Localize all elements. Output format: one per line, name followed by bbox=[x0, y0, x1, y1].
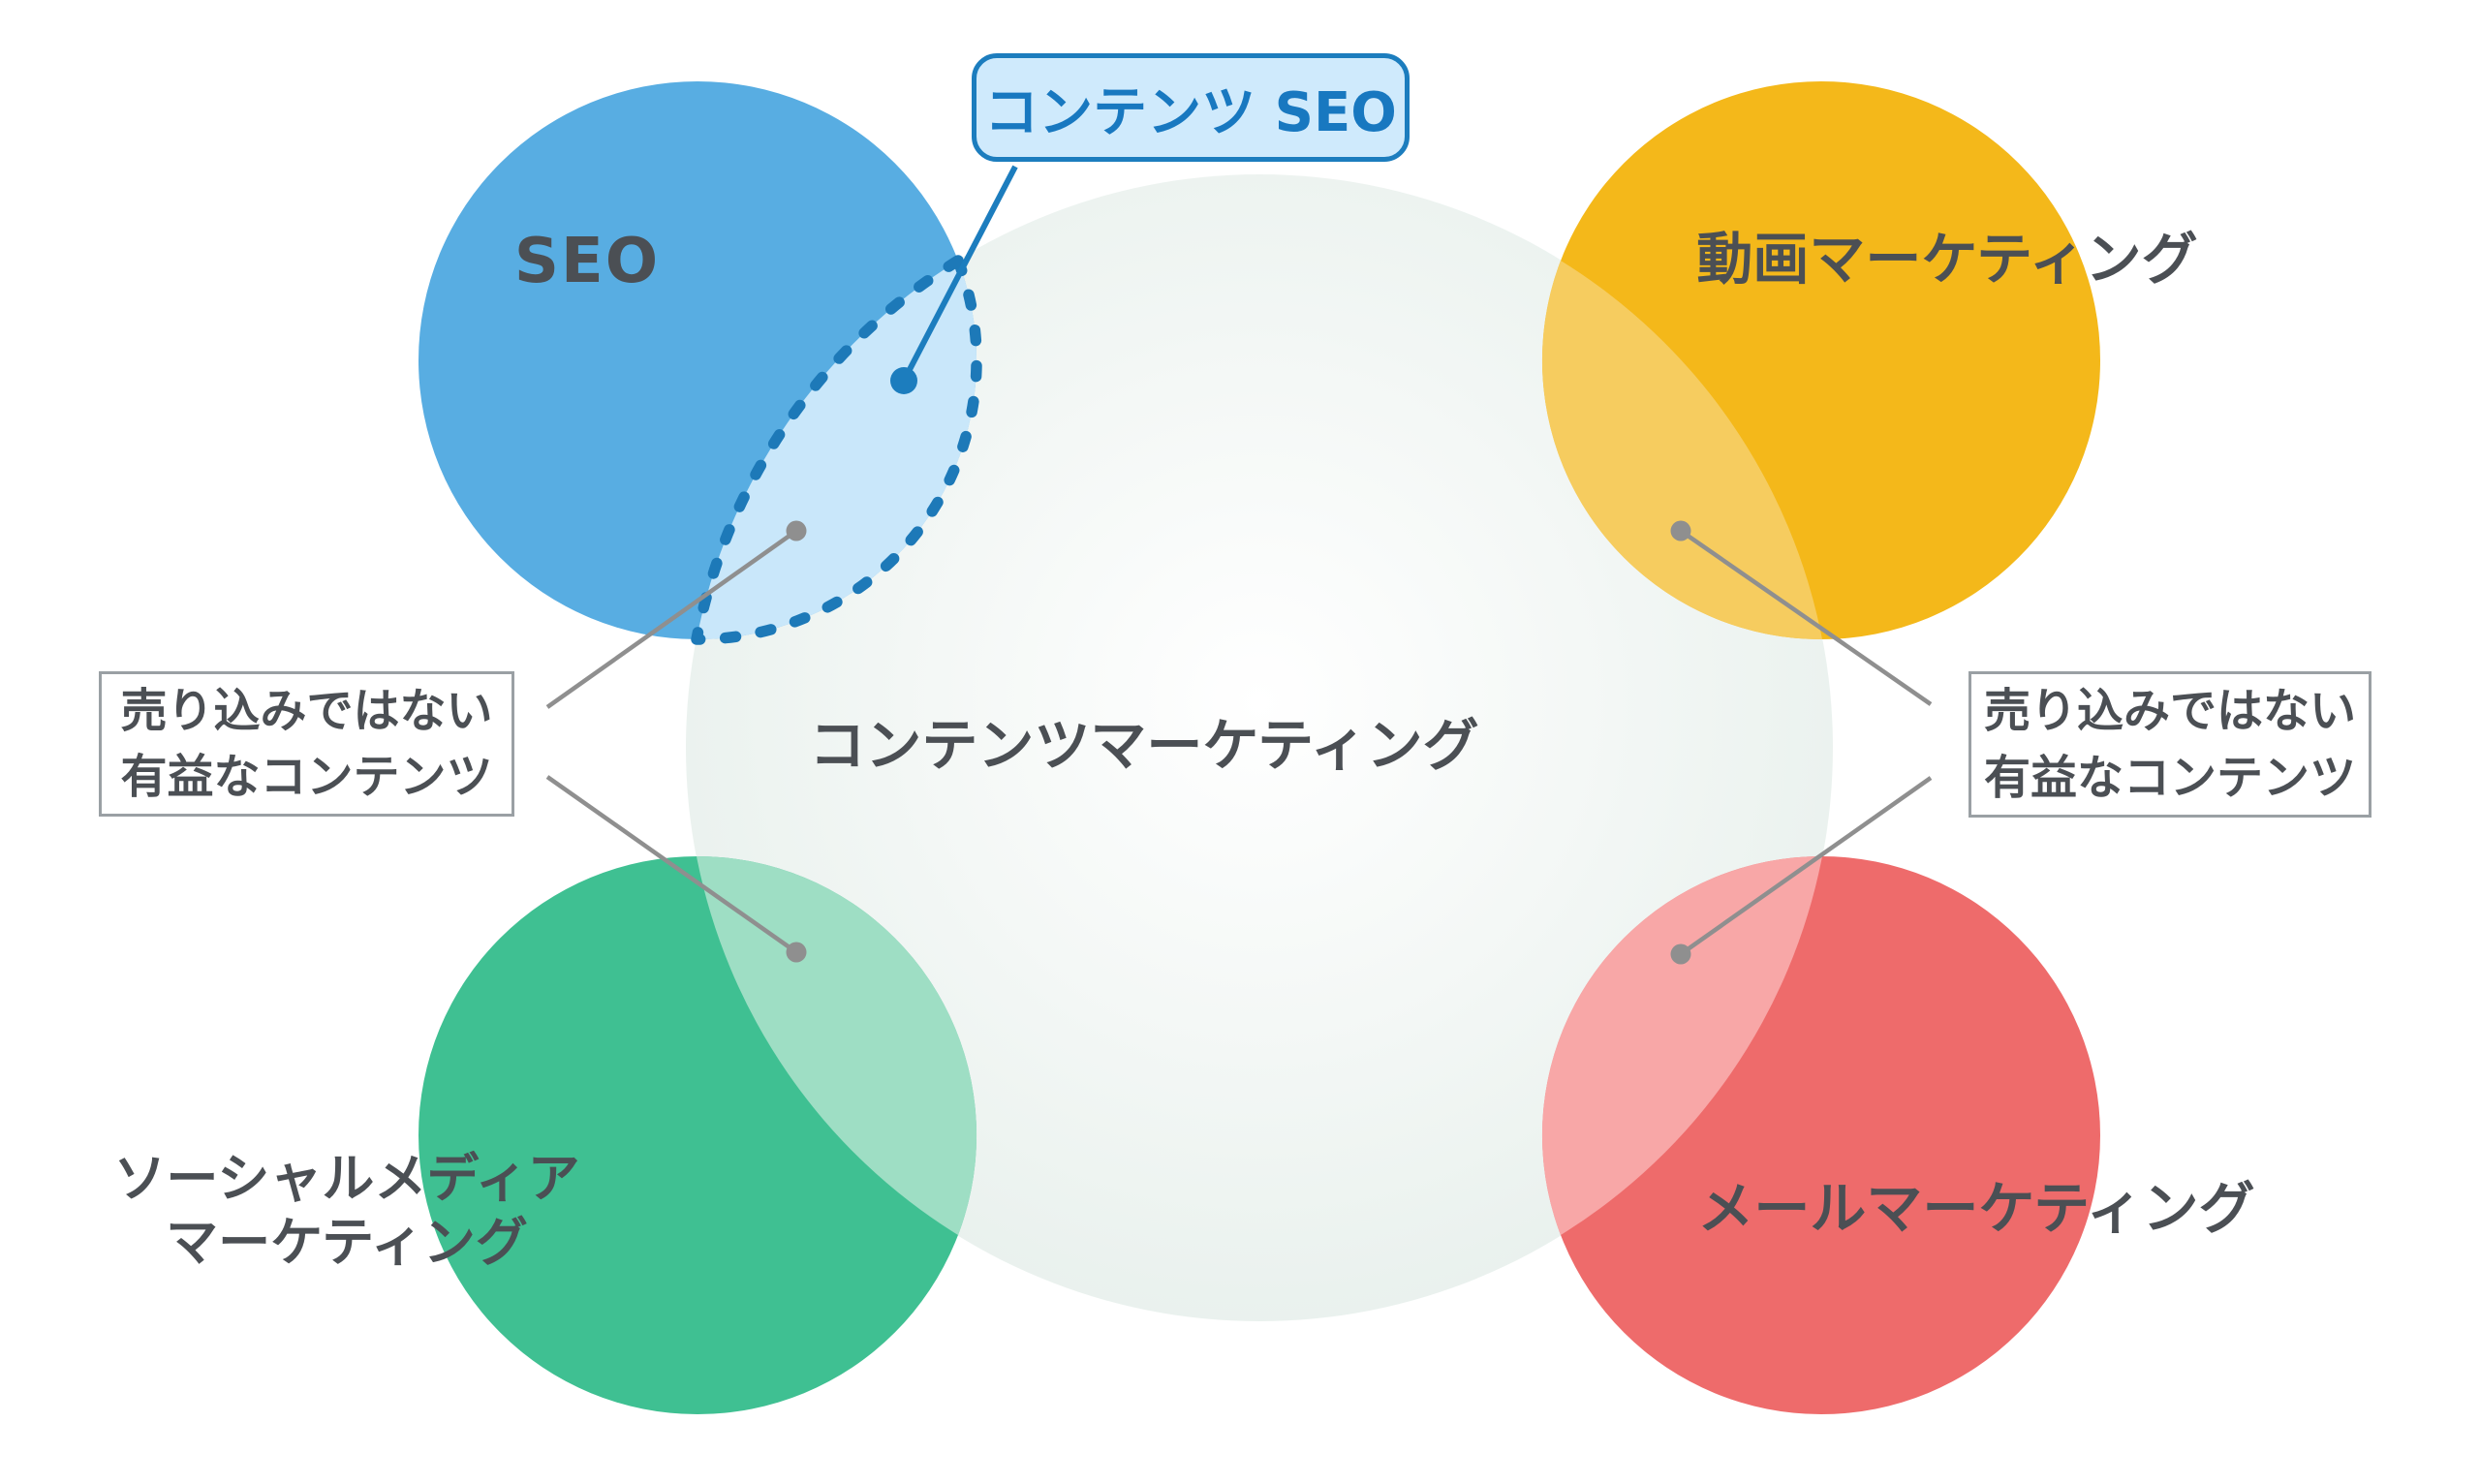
marker-dot-email-overlap bbox=[1670, 943, 1691, 965]
marker-dot-seo-overlap bbox=[786, 520, 807, 541]
callout-marker-dot bbox=[890, 367, 917, 394]
connector-line-right-bottom bbox=[1679, 776, 1933, 956]
note-right-line1: 売り込みではない bbox=[1983, 684, 2356, 739]
marker-dot-video-overlap bbox=[1670, 520, 1691, 541]
note-left-line2: 有益なコンテンツ bbox=[120, 750, 493, 804]
connector-line-right-top bbox=[1679, 529, 1933, 706]
connector-line-left-bottom bbox=[545, 775, 798, 954]
note-box-left: 売り込みではない 有益なコンテンツ bbox=[99, 671, 514, 817]
callout-leader-line bbox=[901, 165, 1018, 383]
social-label-line2: マーケティング bbox=[166, 1212, 528, 1273]
content-seo-callout: コンテンツ SEO bbox=[972, 53, 1410, 162]
marker-dot-social-overlap bbox=[786, 942, 807, 963]
connector-line-left-top bbox=[545, 529, 798, 709]
note-connectors bbox=[545, 529, 1933, 956]
note-right-line2: 有益なコンテンツ bbox=[1983, 750, 2356, 805]
note-marker-dots bbox=[786, 520, 1691, 965]
content-seo-callout-label: コンテンツ SEO bbox=[984, 80, 1397, 144]
note-box-right: 売り込みではない 有益なコンテンツ bbox=[1968, 671, 2372, 818]
video-marketing-label: 動画マーケティング bbox=[1696, 226, 2198, 293]
content-marketing-label: コンテンツマーケティング bbox=[809, 712, 1479, 779]
seo-circle-label: SEO bbox=[513, 225, 661, 297]
note-left-line1: 売り込みではない bbox=[120, 683, 493, 738]
content-marketing-circle bbox=[686, 174, 1833, 1321]
social-label-line1: ソーシャルメディア bbox=[113, 1148, 580, 1210]
social-media-marketing-label: ソーシャルメディア マーケティング bbox=[113, 1147, 579, 1275]
email-marketing-label: メールマーケティング bbox=[1697, 1175, 2255, 1242]
